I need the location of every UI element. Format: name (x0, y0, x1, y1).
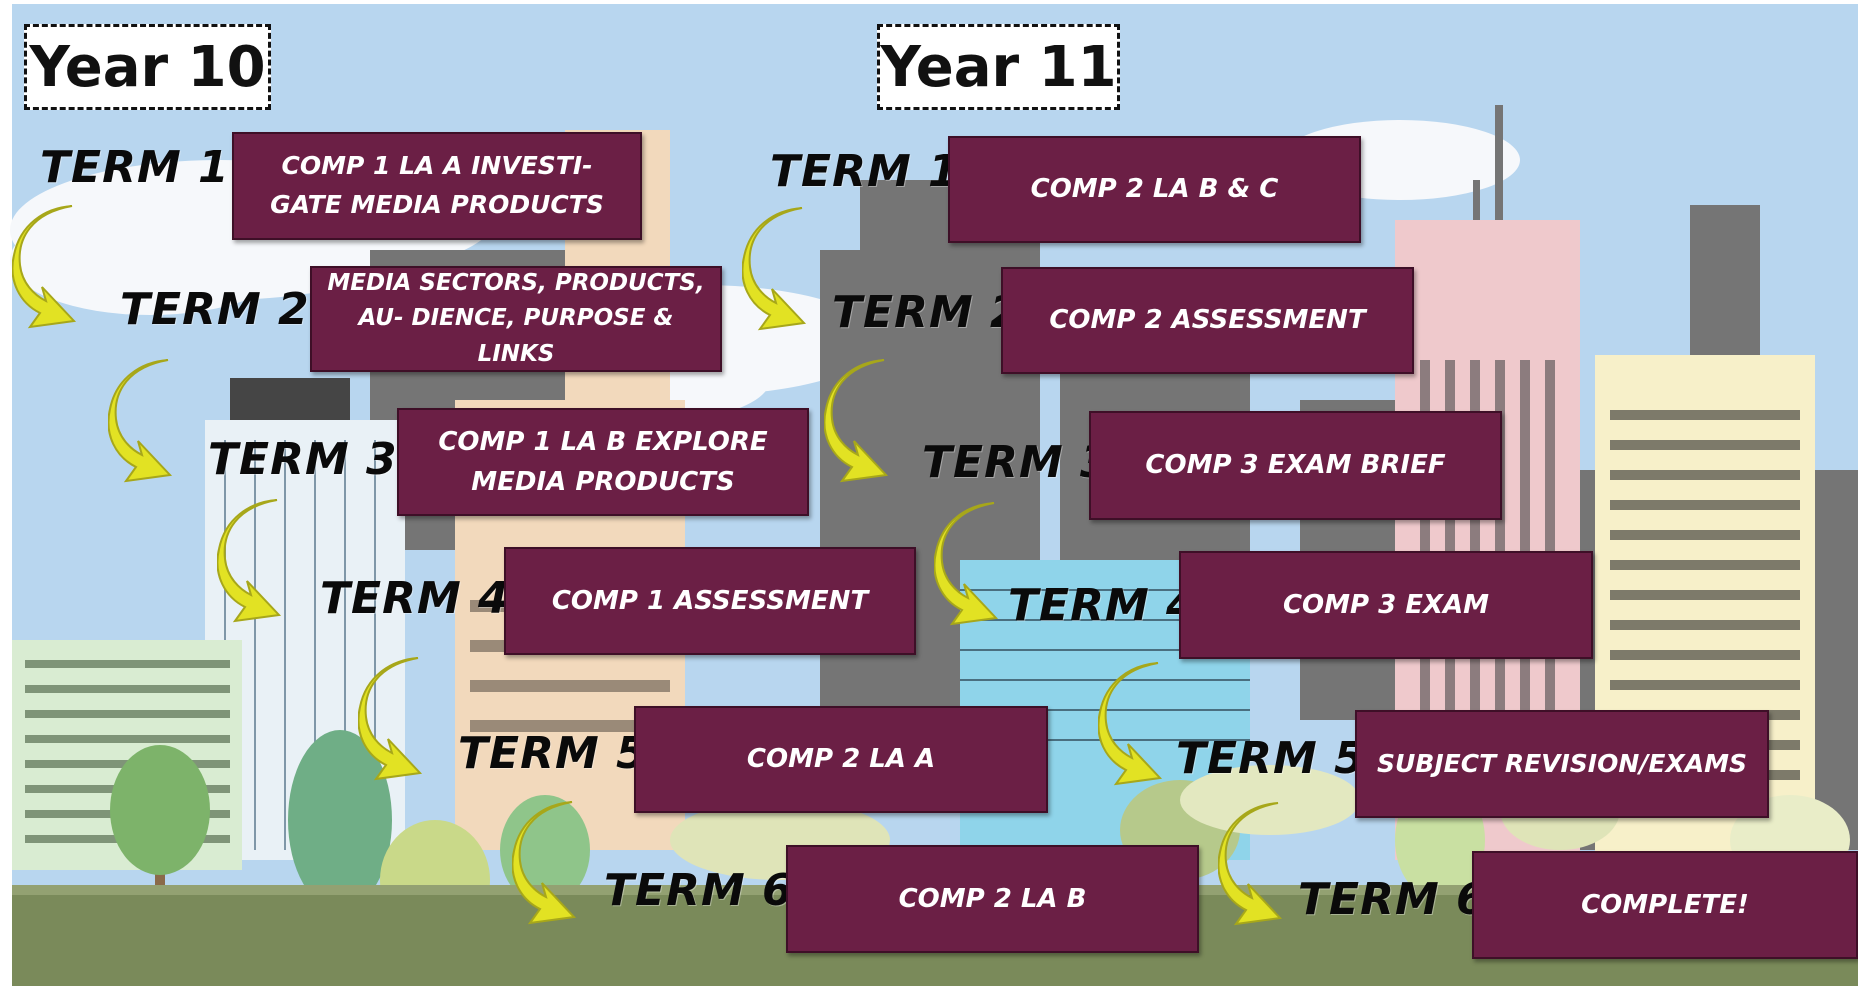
y10-term-4-label: TERM 4 (320, 573, 510, 624)
y11-term-4-label: TERM 4 (1008, 580, 1198, 631)
y10-term-4-box: COMP 1 ASSESSMENT (504, 547, 916, 655)
year-11-label: Year 11 (877, 24, 1120, 110)
y11-term-4-box: COMP 3 EXAM (1179, 551, 1593, 659)
y11-term-1-text: COMP 2 LA B & C (1030, 174, 1279, 205)
y10-term-6-text: COMP 2 LA B (898, 883, 1087, 914)
curved-arrow-icon (742, 207, 807, 331)
y10-term-6-box: COMP 2 LA B (786, 845, 1199, 953)
y10-term-3-label: TERM 3 (208, 434, 398, 485)
y10-term-5-text: COMP 2 LA A (746, 744, 936, 775)
y11-term-1-box: COMP 2 LA B & C (948, 136, 1361, 243)
y11-term-5-box: SUBJECT REVISION/EXAMS (1355, 710, 1769, 818)
curved-arrow-icon (824, 359, 889, 483)
y11-term-6-box: COMPLETE! (1472, 851, 1858, 959)
year-10-label: Year 10 (24, 24, 271, 110)
y10-term-5-label: TERM 5 (458, 728, 648, 779)
y11-term-2-text: COMP 2 ASSESSMENT (1049, 305, 1366, 336)
y10-term-6-label: TERM 6 (604, 865, 794, 916)
y10-term-2-text: MEDIA SECTORS, PRODUCTS, AU- DIENCE, PUR… (327, 269, 705, 367)
curved-arrow-icon (358, 657, 423, 781)
y10-term-3-text: COMP 1 LA B EXPLORE MEDIA PRODUCTS (438, 426, 768, 497)
y10-term-5-box: COMP 2 LA A (634, 706, 1048, 813)
curved-arrow-icon (512, 801, 577, 925)
y10-term-2-label: TERM 2 (120, 284, 310, 335)
y10-term-1-text: COMP 1 LA A INVESTI- GATE MEDIA PRODUCTS (270, 151, 604, 219)
y10-term-2-box: MEDIA SECTORS, PRODUCTS, AU- DIENCE, PUR… (310, 266, 722, 372)
curved-arrow-icon (1218, 802, 1283, 926)
curved-arrow-icon (108, 359, 173, 483)
y11-term-2-box: COMP 2 ASSESSMENT (1001, 267, 1414, 374)
y10-term-1-label: TERM 1 (40, 142, 230, 193)
curved-arrow-icon (934, 502, 999, 626)
y10-term-3-box: COMP 1 LA B EXPLORE MEDIA PRODUCTS (397, 408, 809, 516)
curved-arrow-icon (1098, 662, 1163, 786)
y11-term-2-label: TERM 2 (832, 287, 1022, 338)
y11-term-3-label: TERM 3 (922, 437, 1112, 488)
y11-term-3-box: COMP 3 EXAM BRIEF (1089, 411, 1502, 520)
y11-term-6-text: COMPLETE! (1581, 889, 1749, 920)
y11-term-5-label: TERM 5 (1176, 733, 1366, 784)
curved-arrow-icon (217, 499, 282, 623)
y11-term-1-label: TERM 1 (770, 146, 960, 197)
y10-term-1-box: COMP 1 LA A INVESTI- GATE MEDIA PRODUCTS (232, 132, 642, 240)
y10-term-4-text: COMP 1 ASSESSMENT (551, 585, 869, 616)
y11-term-5-text: SUBJECT REVISION/EXAMS (1376, 748, 1748, 778)
y11-term-3-text: COMP 3 EXAM BRIEF (1145, 450, 1446, 481)
curved-arrow-icon (12, 205, 77, 329)
y11-term-4-text: COMP 3 EXAM (1282, 589, 1490, 620)
y11-term-6-label: TERM 6 (1298, 874, 1488, 925)
